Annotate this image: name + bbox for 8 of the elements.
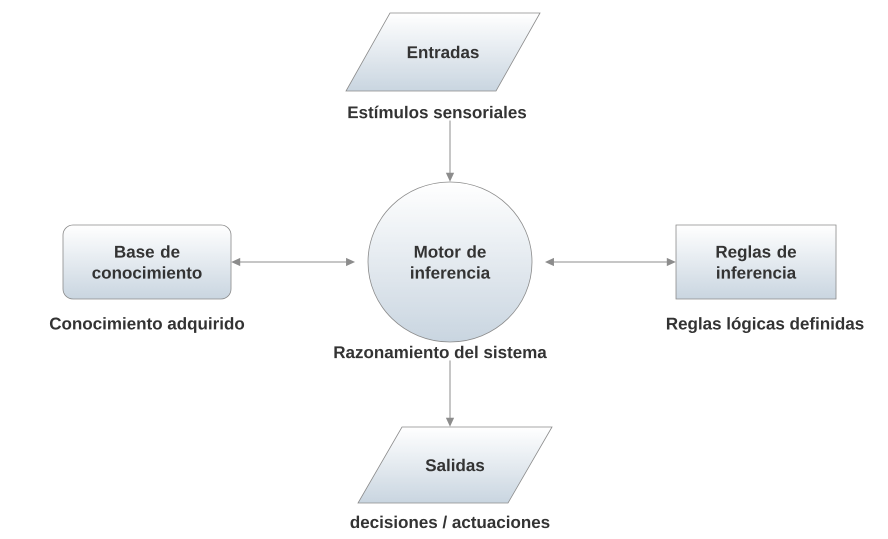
caption-text: Razonamiento del sistema	[334, 346, 547, 358]
circle-node: Motor de inferencia	[368, 182, 532, 342]
caption-text: decisiones / actuaciones	[350, 516, 550, 528]
process-box: Reglas de inferencia	[676, 224, 836, 300]
caption-text: Conocimiento adquirido	[50, 317, 244, 333]
caption-text: Reglas lógicas definidas	[666, 316, 864, 334]
rounded-box: Base de conocimiento	[62, 224, 232, 300]
caption-text: Estímulos sensoriales	[348, 106, 526, 118]
